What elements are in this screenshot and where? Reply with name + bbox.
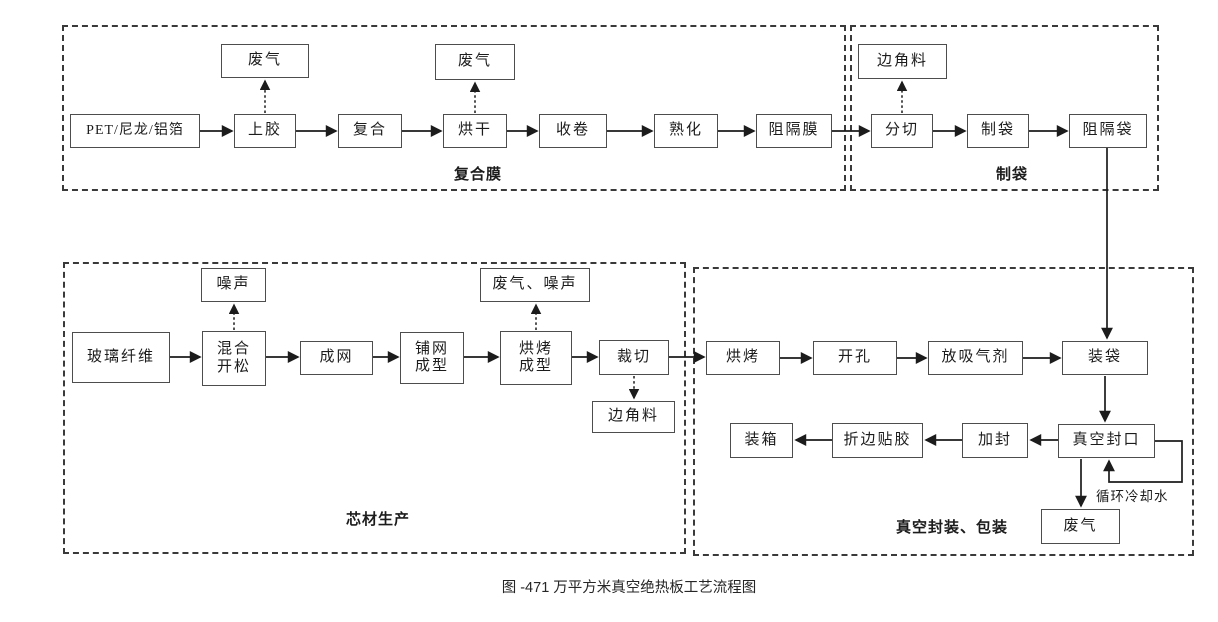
section-label-composite-film: 复合膜 <box>453 166 502 183</box>
node-waste-gas-2: 废气 <box>435 44 515 80</box>
figure-caption: 图 -471 万平方米真空绝热板工艺流程图 <box>501 580 757 596</box>
section-bag-making <box>850 25 1159 191</box>
node-laminating: 复合 <box>338 114 402 148</box>
section-label-bag-making: 制袋 <box>995 166 1028 183</box>
node-curing: 熟化 <box>654 114 718 148</box>
node-glass-fiber: 玻璃纤维 <box>72 332 170 383</box>
node-getter-placing: 放吸气剂 <box>928 341 1023 375</box>
node-slitting: 分切 <box>871 114 933 148</box>
node-winding: 收卷 <box>539 114 607 148</box>
node-scrap-1: 边角料 <box>858 44 947 79</box>
node-barrier-bag: 阻隔袋 <box>1069 114 1147 148</box>
node-web-laying: 铺网 成型 <box>400 332 464 384</box>
node-waste-gas-1: 废气 <box>221 44 309 78</box>
node-sealing: 加封 <box>962 423 1028 458</box>
section-label-core-production: 芯材生产 <box>345 511 410 528</box>
node-edge-taping: 折边贴胶 <box>832 423 923 458</box>
node-bag-making: 制袋 <box>967 114 1029 148</box>
section-label-vacuum-packaging: 真空封装、包装 <box>895 519 1008 536</box>
node-web-forming: 成网 <box>300 341 373 375</box>
node-gluing: 上胶 <box>234 114 296 148</box>
node-drying: 烘干 <box>443 114 507 148</box>
section-core-production <box>63 262 686 554</box>
node-cutting: 裁切 <box>599 340 669 375</box>
node-noise: 噪声 <box>201 268 266 302</box>
node-waste-gas-3: 废气 <box>1041 509 1120 544</box>
section-vacuum-packaging <box>693 267 1194 556</box>
node-hole-opening: 开孔 <box>813 341 897 375</box>
section-composite-film <box>62 25 846 191</box>
node-mixing-opening: 混合 开松 <box>202 331 266 386</box>
node-waste-gas-noise: 废气、噪声 <box>480 268 590 302</box>
node-barrier-film: 阻隔膜 <box>756 114 832 148</box>
cooling-water-label: 循环冷却水 <box>1096 489 1169 504</box>
node-pet-nylon-alufoil: PET/尼龙/铝箔 <box>70 114 200 148</box>
node-vacuum-sealing: 真空封口 <box>1058 424 1155 458</box>
node-scrap-2: 边角料 <box>592 401 675 433</box>
arrow-cooling-water-loop <box>1103 440 1183 483</box>
node-baking: 烘烤 <box>706 341 780 375</box>
node-bagging: 装袋 <box>1062 341 1148 375</box>
node-baking-forming: 烘烤 成型 <box>500 331 572 385</box>
node-boxing: 装箱 <box>730 423 793 458</box>
